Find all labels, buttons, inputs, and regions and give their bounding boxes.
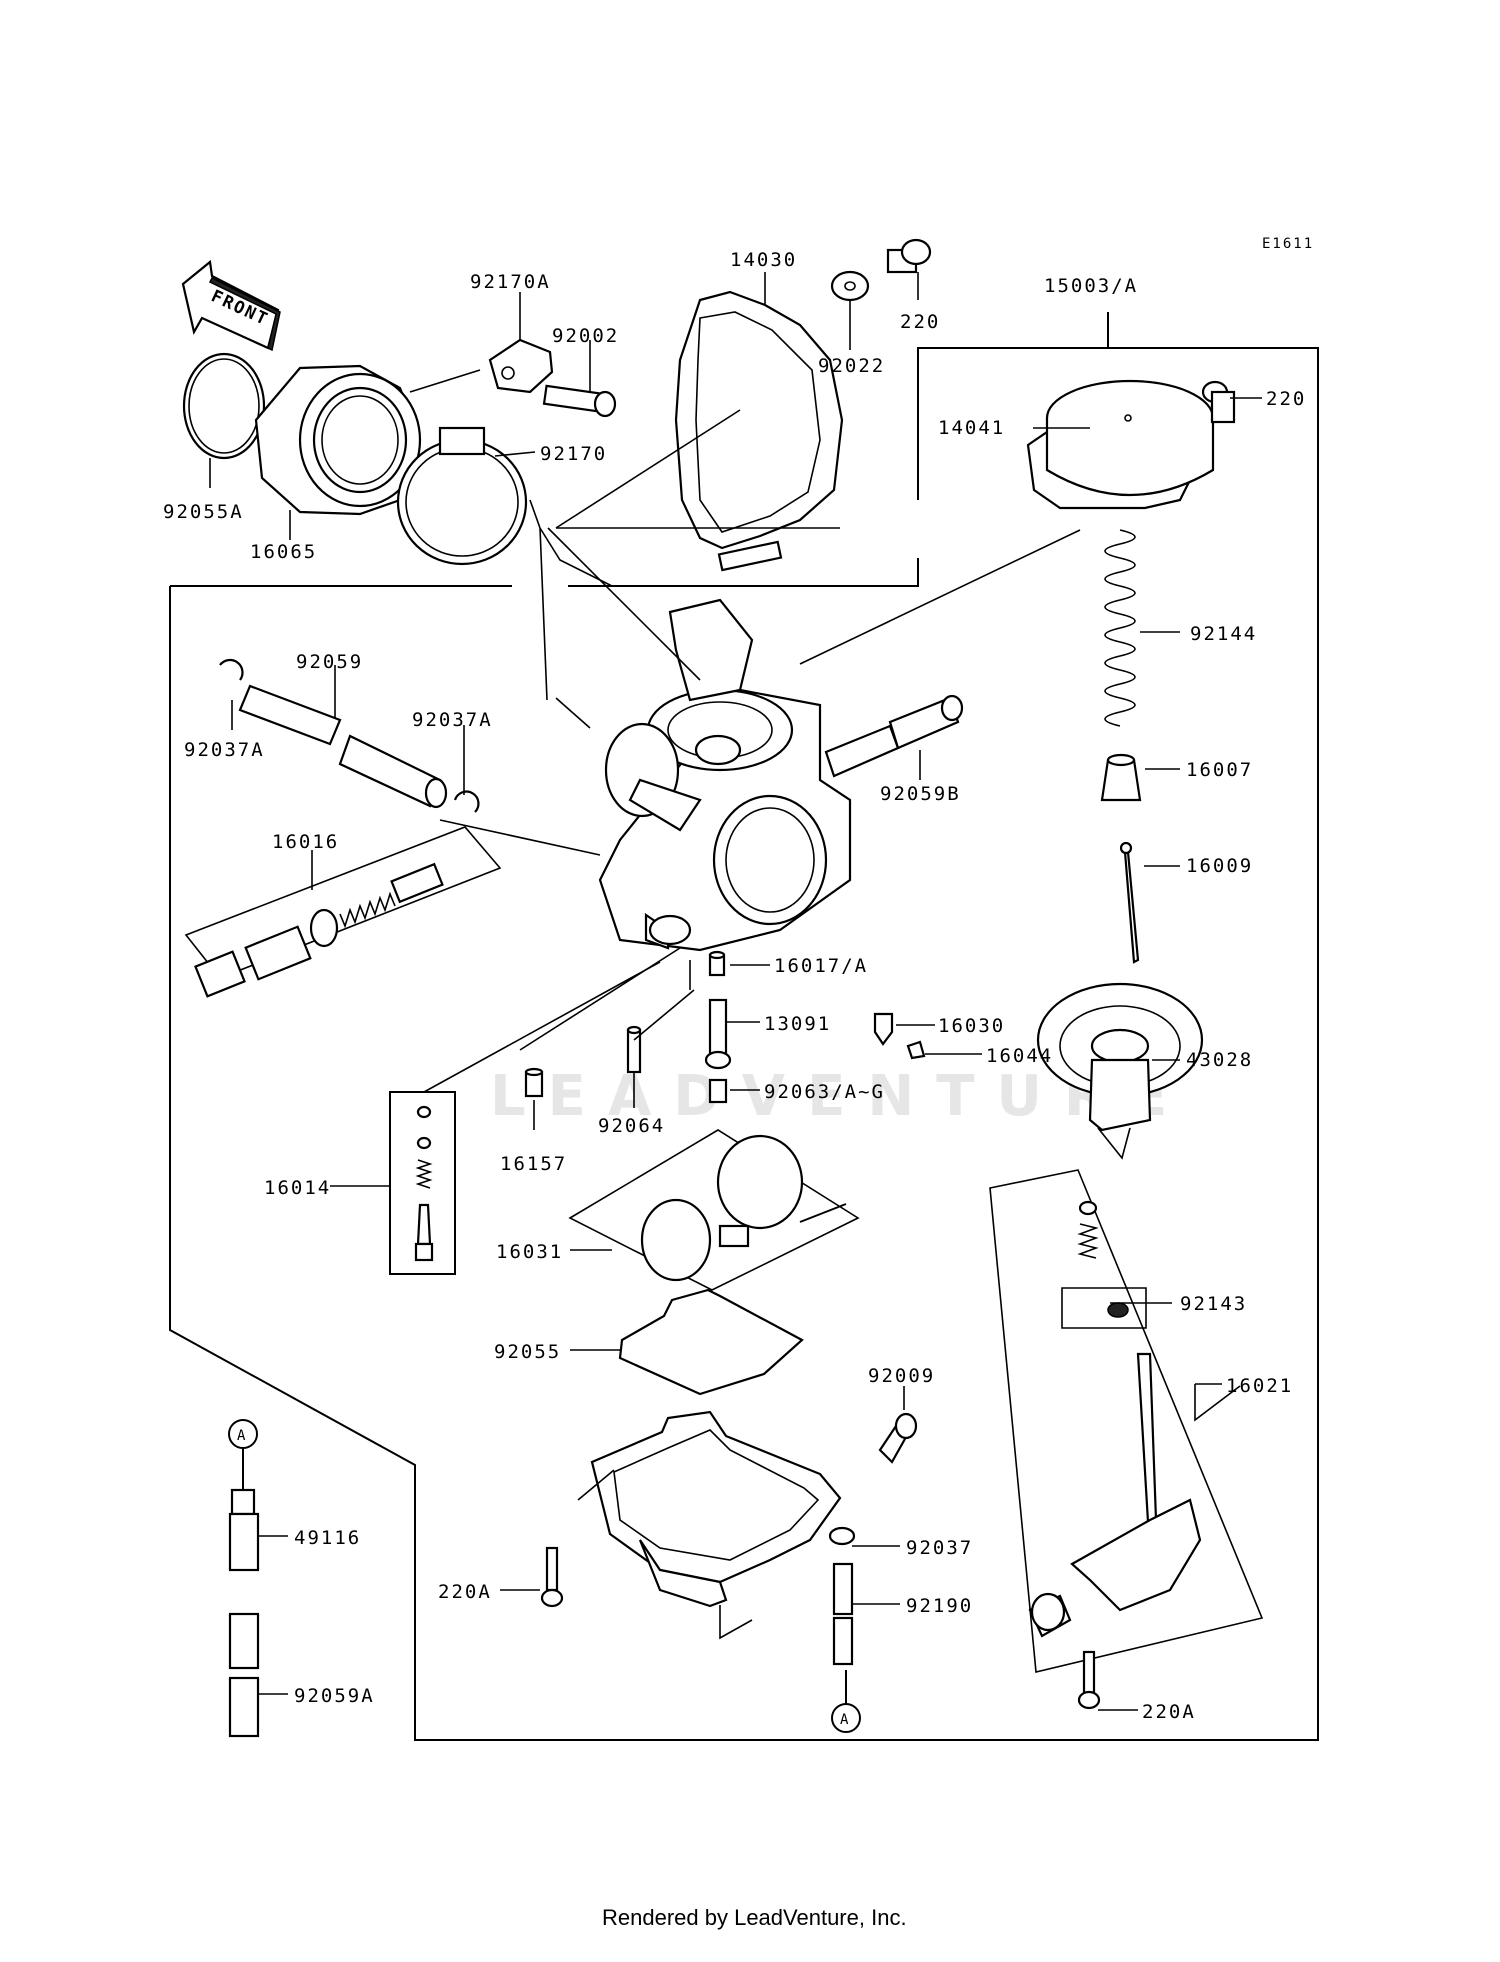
label-43028: 43028 [1186, 1049, 1253, 1071]
needle-jet-13091 [704, 998, 732, 1070]
cap-14041 [1026, 379, 1215, 510]
label-92059: 92059 [296, 651, 363, 673]
label-92059a: 92059A [294, 1685, 375, 1707]
clip-92037 [828, 1526, 856, 1546]
label-16031: 16031 [496, 1241, 563, 1263]
label-92037a-right: 92037A [412, 709, 493, 731]
jet-16157 [524, 1067, 544, 1098]
jet-92064 [626, 1025, 642, 1074]
label-92170a: 92170A [470, 271, 551, 293]
label-16044: 16044 [986, 1045, 1053, 1067]
label-92190: 92190 [906, 1595, 973, 1617]
pipe-92059b [824, 694, 964, 778]
label-92002: 92002 [552, 325, 619, 347]
label-92170: 92170 [540, 443, 607, 465]
float-group-16031 [568, 1129, 860, 1291]
label-16030: 16030 [938, 1015, 1005, 1037]
screw-220-top [886, 238, 932, 274]
clip-92037a-left [219, 658, 244, 681]
label-92037a-left: 92037A [184, 739, 265, 761]
label-92144: 92144 [1190, 623, 1257, 645]
part-labels: 92170A 92002 14030 92022 220 15003/A 220… [163, 249, 1306, 1723]
ref-mark-a-bottom: A [831, 1670, 861, 1733]
footer-credit: Rendered by LeadVenture, Inc. [602, 1905, 907, 1930]
front-arrow-icon [181, 259, 281, 352]
label-220a-right: 220A [1142, 1701, 1196, 1723]
label-13091: 13091 [764, 1013, 831, 1035]
label-220a-left: 220A [438, 1581, 492, 1603]
jet-92063 [708, 1078, 728, 1104]
svg-text:A: A [840, 1712, 850, 1728]
clip-92037a-right [453, 790, 480, 813]
label-92059b: 92059B [880, 783, 961, 805]
label-92037: 92037 [906, 1537, 973, 1559]
label-92009: 92009 [868, 1365, 935, 1387]
screw-220a-left [540, 1546, 564, 1608]
diaphragm-43028 [1036, 982, 1204, 1132]
bolt-92002 [542, 384, 617, 418]
screw-220-right [1201, 380, 1236, 424]
fitting-49116 [228, 1488, 260, 1572]
holder-16065 [254, 364, 422, 516]
jet-16017 [708, 950, 726, 977]
holder-16007 [1100, 753, 1142, 802]
label-16157: 16157 [500, 1153, 567, 1175]
clip-16044 [906, 1040, 926, 1060]
o-ring-92055a [182, 352, 266, 460]
label-14030: 14030 [730, 249, 797, 271]
svg-text:A: A [237, 1428, 247, 1444]
pipe-92059 [238, 684, 448, 809]
plunger-group-16016 [184, 826, 502, 998]
gasket-92055 [618, 1288, 804, 1396]
label-220-right: 220 [1266, 388, 1306, 410]
screw-220a-right [1077, 1650, 1101, 1710]
needle-16009 [1119, 841, 1140, 964]
leader-lines [209, 272, 1262, 1711]
label-16007: 16007 [1186, 759, 1253, 781]
label-16065: 16065 [250, 541, 317, 563]
label-92064: 92064 [598, 1115, 665, 1137]
diagram-code: E1611 [1262, 236, 1314, 252]
carburetor-body [598, 598, 852, 952]
label-16009: 16009 [1186, 855, 1253, 877]
label-16016: 16016 [272, 831, 339, 853]
float-chamber [590, 1410, 842, 1608]
label-16017: 16017/A [774, 955, 868, 977]
label-14041: 14041 [938, 417, 1005, 439]
label-220-top: 220 [900, 311, 940, 333]
pipe-92190 [832, 1562, 854, 1666]
label-92055: 92055 [494, 1341, 561, 1363]
pilot-screw-group-16014 [389, 1091, 456, 1275]
label-16014: 16014 [264, 1177, 331, 1199]
label-92063: 92063/A~G [764, 1081, 885, 1103]
screw-92009 [878, 1412, 918, 1464]
washer-92022 [830, 270, 870, 302]
ref-mark-a-top: A [228, 1419, 258, 1490]
valve-16030 [873, 1012, 894, 1046]
choke-group-16021 [989, 1169, 1264, 1673]
clamp-92170 [396, 426, 528, 566]
spring-92144 [1104, 529, 1136, 727]
label-92055a: 92055A [163, 501, 244, 523]
bracket-92170a [488, 338, 554, 394]
label-92143: 92143 [1180, 1293, 1247, 1315]
label-49116: 49116 [294, 1527, 361, 1549]
pipe-92059a [228, 1612, 260, 1738]
label-15003: 15003/A [1044, 275, 1138, 297]
cover-14030 [674, 290, 844, 572]
label-92022: 92022 [818, 355, 885, 377]
label-16021: 16021 [1226, 1375, 1293, 1397]
